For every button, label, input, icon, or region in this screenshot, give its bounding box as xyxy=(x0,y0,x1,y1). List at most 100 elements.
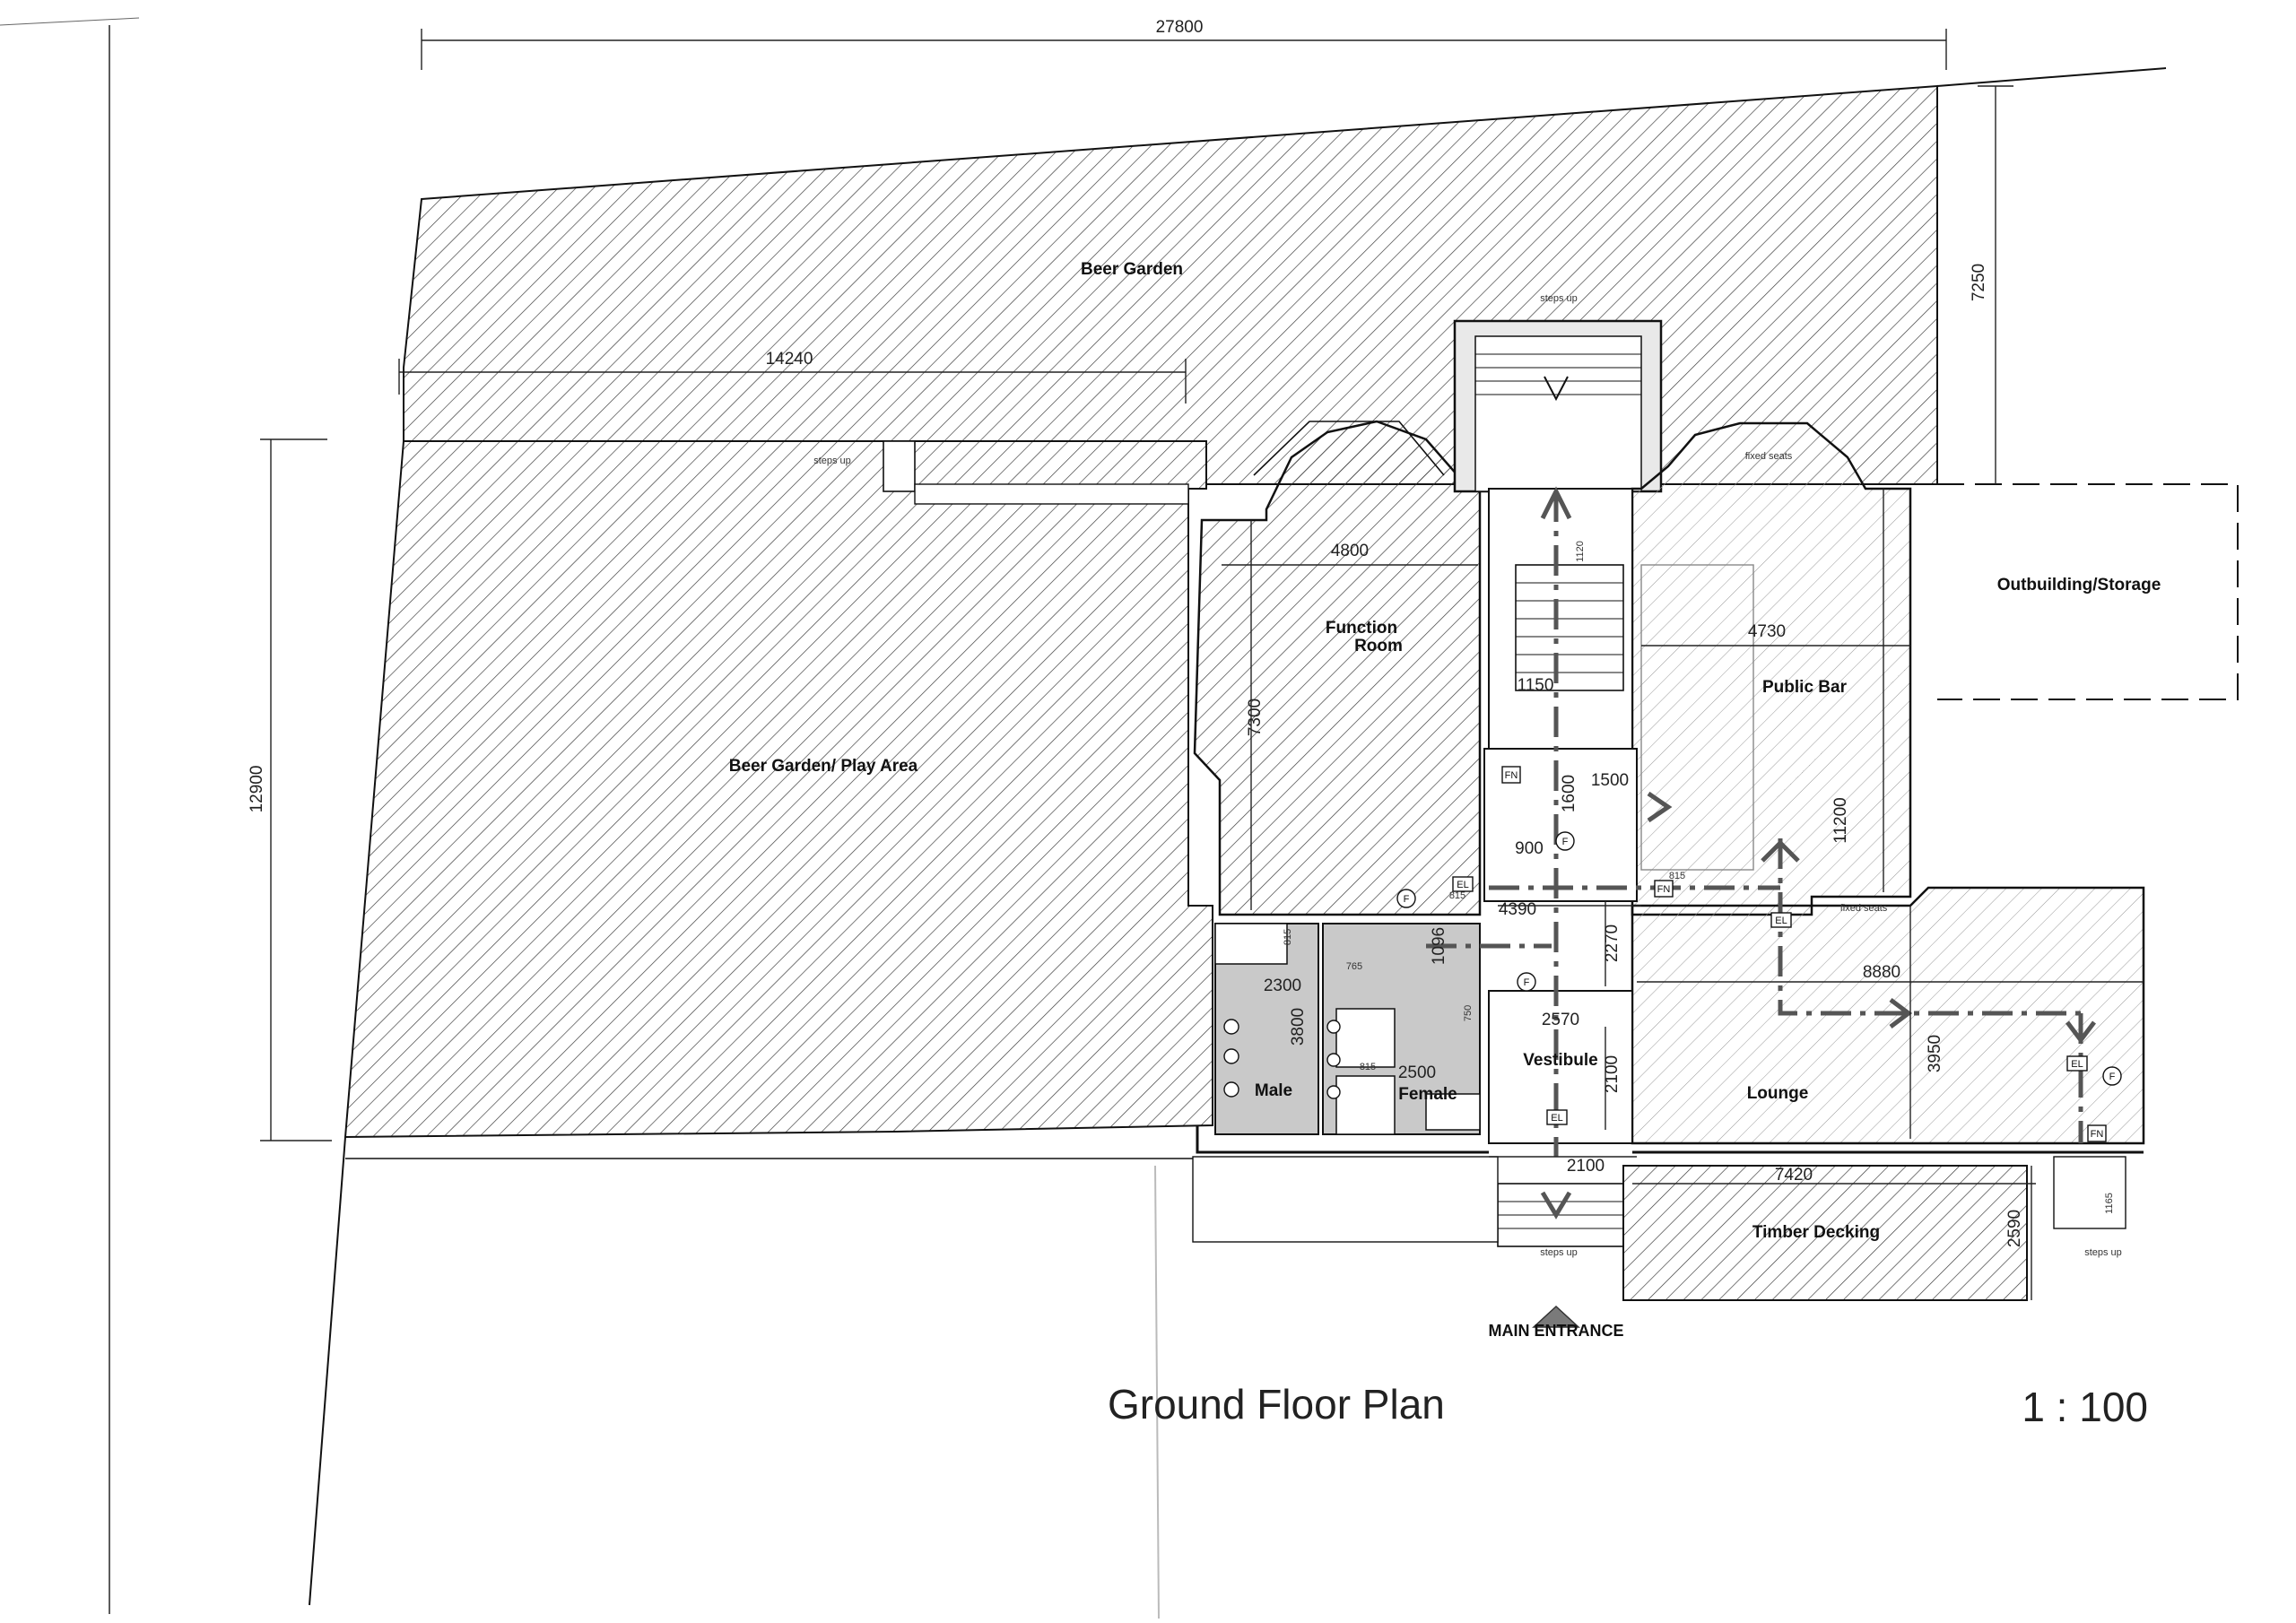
drawing-title: Ground Floor Plan xyxy=(1108,1381,1445,1428)
dim-stair-1150: 1150 xyxy=(1518,676,1554,695)
svg-text:FN: FN xyxy=(1657,884,1671,895)
dim-male-3800: 3800 xyxy=(1289,1008,1308,1046)
dim-door-815b: 815 xyxy=(1669,871,1685,881)
dim-play-area-width: 14240 xyxy=(766,350,813,369)
fire-notice-icon: FN xyxy=(1654,880,1674,898)
bar-counter xyxy=(1640,564,1754,871)
garden-path xyxy=(914,483,1189,505)
dim-door-815d: 815 xyxy=(1360,1062,1376,1072)
dim-corridor-4390: 4390 xyxy=(1499,900,1536,919)
drawing-scale: 1 : 100 xyxy=(2022,1384,2148,1430)
label-play-area: Beer Garden/ Play Area xyxy=(729,757,918,776)
label-function-room-1: Function xyxy=(1326,619,1397,638)
fire-extinguisher-icon: F xyxy=(1517,972,1536,992)
svg-text:F: F xyxy=(1404,894,1410,905)
dim-door-815c: 815 xyxy=(1283,929,1293,945)
sheet-edge-top xyxy=(0,17,140,26)
front-wall xyxy=(1196,1125,2144,1154)
urinal-icons xyxy=(1223,1019,1341,1099)
svg-text:F: F xyxy=(1562,837,1569,847)
stair-down-arrow-icon xyxy=(1544,376,1569,402)
dim-entrance-2100: 2100 xyxy=(1567,1157,1605,1176)
dim-function-room-width: 4800 xyxy=(1331,542,1369,560)
label-female: Female xyxy=(1398,1085,1457,1104)
dim-door-765: 765 xyxy=(1346,961,1362,972)
svg-text:F: F xyxy=(2109,1072,2116,1082)
emergency-light-icon: EL xyxy=(1546,1109,1568,1125)
dim-1500: 1500 xyxy=(1591,771,1629,790)
fire-notice-icon: FN xyxy=(1501,766,1521,784)
label-function-room-2: Room xyxy=(1354,637,1403,655)
note-fixed-seats-top: fixed seats xyxy=(1745,451,1793,462)
dim-lounge-8880: 8880 xyxy=(1863,963,1900,982)
dim-public-bar-width: 4730 xyxy=(1748,622,1786,641)
female-cubicle-b xyxy=(1335,1075,1396,1135)
dim-900: 900 xyxy=(1515,839,1544,858)
note-fixed-seats-bottom: fixed seats xyxy=(1840,903,1888,914)
beer-garden-area xyxy=(403,84,1938,485)
emergency-light-icon: EL xyxy=(2066,1055,2088,1072)
play-area xyxy=(344,440,1213,1139)
male-wc-cubicle xyxy=(1214,923,1288,965)
dim-door-1165: 1165 xyxy=(2104,1193,2115,1214)
dim-1600: 1600 xyxy=(1560,775,1578,812)
stair-tower-inner xyxy=(1474,335,1642,492)
note-steps-up-top: steps up xyxy=(1540,293,1578,304)
escape-arrow-icons xyxy=(1540,486,2096,1219)
entrance-step-treads xyxy=(1498,1201,1623,1229)
note-steps-up-entrance: steps up xyxy=(1540,1247,1578,1258)
fire-notice-icon: FN xyxy=(2087,1124,2107,1142)
svg-text:EL: EL xyxy=(1551,1113,1562,1124)
dim-decking-7420: 7420 xyxy=(1775,1166,1813,1185)
label-timber-decking: Timber Decking xyxy=(1752,1223,1880,1242)
dim-vestibule-2570: 2570 xyxy=(1542,1011,1579,1029)
entrance-forecourt xyxy=(1192,1156,1499,1243)
dimension-lines xyxy=(260,29,2144,1300)
label-lounge: Lounge xyxy=(1747,1084,1809,1103)
dim-female-2500: 2500 xyxy=(1398,1063,1436,1082)
lounge-side-steps xyxy=(2053,1156,2126,1229)
fire-extinguisher-icon: F xyxy=(1555,831,1575,851)
sheet-fold xyxy=(1154,1165,1160,1619)
dim-door-815a: 815 xyxy=(1449,890,1465,901)
function-room-bay xyxy=(1253,421,1445,476)
dim-garden-depth: 7250 xyxy=(1970,264,1988,301)
svg-text:EL: EL xyxy=(2071,1059,2083,1070)
dim-function-room-depth: 7300 xyxy=(1246,699,1265,736)
dim-1096: 1096 xyxy=(1430,927,1448,965)
svg-text:FN: FN xyxy=(1505,770,1518,781)
public-bar-floor xyxy=(1631,421,1912,916)
svg-text:FN: FN xyxy=(2091,1129,2104,1140)
dim-play-area-depth: 12900 xyxy=(248,766,266,813)
label-beer-garden: Beer Garden xyxy=(1081,260,1183,279)
garden-steps xyxy=(883,440,916,492)
internal-stair xyxy=(1515,564,1624,691)
timber-decking xyxy=(1622,1165,2028,1301)
svg-text:F: F xyxy=(1524,977,1530,988)
svg-text:EL: EL xyxy=(1457,880,1468,890)
dim-male-2300: 2300 xyxy=(1264,976,1301,995)
dim-public-bar-depth: 11200 xyxy=(1831,797,1850,843)
emergency-light-icon: EL xyxy=(1452,876,1474,892)
fire-extinguisher-icon: F xyxy=(1396,889,1416,908)
dim-door-750: 750 xyxy=(1463,1005,1474,1021)
function-room-floor xyxy=(1193,420,1482,916)
svg-text:EL: EL xyxy=(1775,916,1787,926)
female-cubicle-a xyxy=(1335,1008,1396,1068)
dim-overall-width: 27800 xyxy=(1156,18,1204,37)
main-entrance-marker-icon xyxy=(1532,1305,1580,1328)
note-steps-up-garden: steps up xyxy=(813,456,851,466)
dim-vestibule-2100: 2100 xyxy=(1603,1055,1622,1093)
label-vestibule: Vestibule xyxy=(1523,1051,1597,1070)
female-basins xyxy=(1425,1093,1481,1131)
escape-route-lounge xyxy=(1778,838,2081,1016)
main-entrance-label: MAIN ENTRANCE xyxy=(1489,1322,1624,1340)
label-outbuilding: Outbuilding/Storage xyxy=(1997,576,2161,595)
fire-extinguisher-icon: F xyxy=(2102,1066,2122,1086)
dim-2270: 2270 xyxy=(1603,924,1622,962)
emergency-light-icon: EL xyxy=(1770,912,1792,928)
outbuilding-outline xyxy=(1937,483,2239,700)
dim-decking-2590: 2590 xyxy=(2005,1210,2024,1247)
label-male: Male xyxy=(1255,1081,1292,1100)
